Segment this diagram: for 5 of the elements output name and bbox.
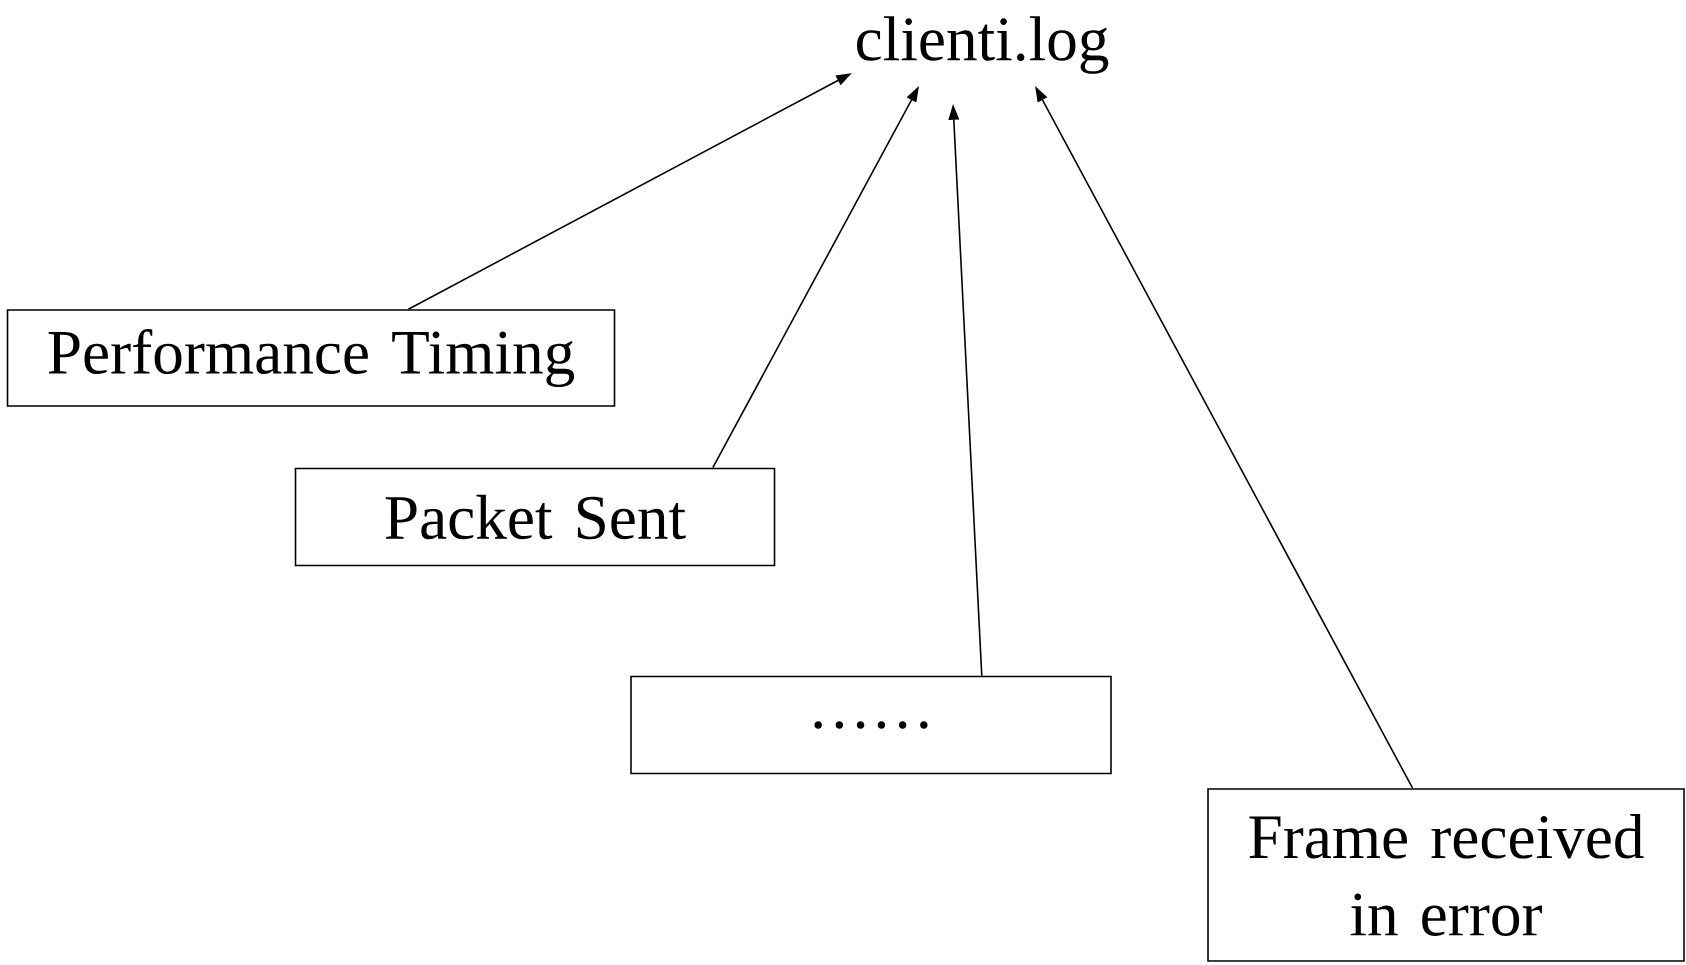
file-label: clienti.log	[857, 16, 1109, 74]
event-box: Frame received in error	[1207, 788, 1685, 962]
event-box: ……	[630, 675, 1112, 775]
event-box: Packet Sent	[294, 467, 776, 567]
event-box: Performance Timing	[6, 309, 616, 407]
